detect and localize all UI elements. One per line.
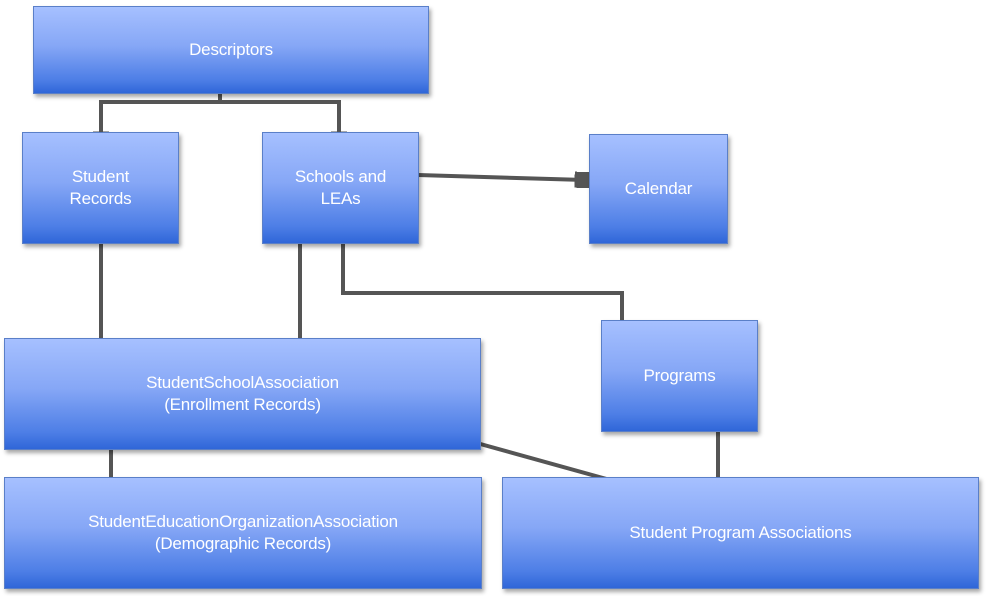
student-records-box: Student Records: [22, 132, 179, 244]
arrow-schools-to-calendar: [417, 175, 585, 180]
student-school-association-label: StudentSchoolAssociation (Enrollment Rec…: [146, 373, 339, 414]
schools-leas-box: Schools and LEAs: [262, 132, 419, 244]
schools-leas-label: Schools and LEAs: [294, 167, 387, 208]
calendar-label: Calendar: [624, 179, 693, 198]
descriptors-box: Descriptors: [33, 6, 429, 94]
student-ed-org-association-label: StudentEducationOrganizationAssociation …: [88, 512, 398, 553]
student-records-label: Student Records: [69, 167, 132, 208]
student-school-association-box: StudentSchoolAssociation (Enrollment Rec…: [4, 338, 481, 450]
calendar-box: Calendar: [589, 134, 728, 244]
student-program-associations-label: Student Program Associations: [629, 523, 852, 542]
programs-label: Programs: [643, 366, 716, 385]
programs-box: Programs: [601, 320, 758, 432]
descriptors-label: Descriptors: [189, 40, 273, 59]
student-ed-org-association-box: StudentEducationOrganizationAssociation …: [4, 477, 482, 589]
student-program-associations-box: Student Program Associations: [502, 477, 979, 589]
